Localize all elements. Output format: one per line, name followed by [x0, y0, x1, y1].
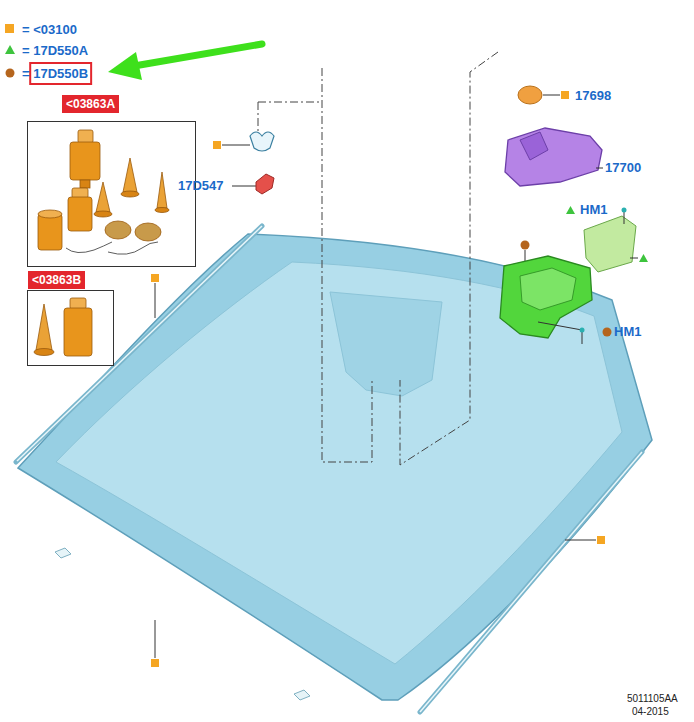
- illustration-shape: [108, 242, 158, 254]
- callout-number: 17700: [605, 160, 641, 176]
- kit-box: <03863B: [27, 270, 114, 366]
- sensor-bracket: [584, 216, 636, 272]
- kit-b-parts: [34, 298, 92, 356]
- illustration-shape: [135, 223, 161, 241]
- illustration-shape: [105, 221, 131, 239]
- illustration-shape: [157, 172, 167, 208]
- drawing-number: 5011105AA: [627, 693, 678, 705]
- illustration-shape: [66, 242, 112, 253]
- legend-row: = 17D550A: [4, 41, 88, 57]
- kit-a-parts: [38, 130, 169, 250]
- callout-number: 17698: [575, 88, 611, 104]
- legend-text: = 17D550B: [22, 66, 88, 82]
- callout-number: HM1: [580, 202, 607, 218]
- legend-text: = 17D550A: [22, 43, 88, 59]
- camera-housing-detail: [520, 268, 576, 310]
- illustration-shape: [80, 180, 90, 188]
- callout-circle: [521, 241, 530, 250]
- illustration-shape: [70, 142, 100, 180]
- illustration-shape: [123, 158, 137, 192]
- illustration-shape: [258, 102, 322, 103]
- retaining-clip: [250, 132, 274, 151]
- leader-line: [155, 283, 156, 318]
- glass-clip: [55, 548, 71, 558]
- illustration-shape: [64, 308, 92, 356]
- legend-row: = 17D550B: [4, 64, 88, 80]
- kit-heading: <03863B: [28, 271, 85, 289]
- illustration-shape: [96, 182, 110, 212]
- leader-line: [565, 540, 596, 541]
- fastener-dot: [622, 208, 627, 213]
- legend-symbol: [4, 66, 16, 78]
- leader-line: [222, 145, 250, 146]
- mirror-mount-frit: [330, 292, 442, 396]
- illustration-shape: [121, 191, 139, 197]
- callout-triangle: [566, 206, 575, 214]
- callout-square: [561, 91, 569, 99]
- illustration-shape: [94, 211, 112, 217]
- kit-a-wires: [66, 242, 158, 254]
- wiring-connector: [256, 174, 274, 194]
- right-molding: [420, 452, 642, 712]
- fastener-dot: [580, 328, 585, 333]
- illustration-shape: [258, 102, 259, 132]
- callout-triangle: [639, 254, 648, 262]
- mirror-cover: [518, 86, 542, 104]
- illustration-shape: [38, 214, 62, 250]
- camera-housing: [500, 256, 592, 338]
- glass-clip: [294, 690, 310, 700]
- leader-line: [624, 212, 625, 224]
- drawing-date: 04-2015: [632, 706, 669, 718]
- leader-line: [155, 620, 156, 658]
- illustration-shape: [68, 197, 92, 231]
- callout-square: [151, 274, 159, 282]
- kit-frame: [27, 121, 196, 267]
- mirror-mount: [520, 132, 548, 160]
- leader-line: [630, 258, 638, 259]
- pointer-arrowhead: [108, 52, 142, 80]
- illustration-shape: [72, 188, 88, 198]
- kit-box: <03863A: [27, 94, 196, 267]
- callout-square: [151, 659, 159, 667]
- legend-text: = <03100: [22, 22, 77, 38]
- illustration-shape: [38, 210, 62, 218]
- illustration-shape: [36, 304, 52, 350]
- pointer-arrow: [134, 44, 262, 66]
- leader-line: [232, 186, 256, 187]
- kit-frame: [27, 290, 114, 366]
- illustration-shape: [155, 208, 169, 213]
- callout-number: 17D547: [178, 178, 224, 194]
- left-molding: [16, 226, 262, 462]
- illustration-shape: [34, 349, 54, 356]
- illustration-shape: [400, 52, 498, 465]
- right-molding-highlight: [420, 452, 642, 712]
- callout-square: [597, 536, 605, 544]
- legend-circle: [6, 69, 15, 78]
- callout-number: HM1: [614, 324, 641, 340]
- legend-row: = <03100: [4, 20, 77, 36]
- legend-triangle: [5, 45, 15, 54]
- illustration-shape: [322, 68, 372, 462]
- callout-square: [213, 141, 221, 149]
- illustration-shape: [70, 298, 86, 309]
- callout-circle: [603, 328, 612, 337]
- legend-symbol: [4, 43, 16, 55]
- illustration-shape: [78, 130, 93, 143]
- rear-view-mirror: [505, 128, 602, 186]
- leader-line: [543, 95, 560, 96]
- left-molding-highlight: [17, 226, 262, 461]
- leader-line: [596, 168, 603, 169]
- leader-line: [538, 322, 582, 344]
- assembly-lines: [258, 52, 498, 465]
- windshield-glass: [18, 234, 652, 700]
- kit-heading: <03863A: [62, 95, 119, 113]
- legend-swatch: [5, 24, 14, 33]
